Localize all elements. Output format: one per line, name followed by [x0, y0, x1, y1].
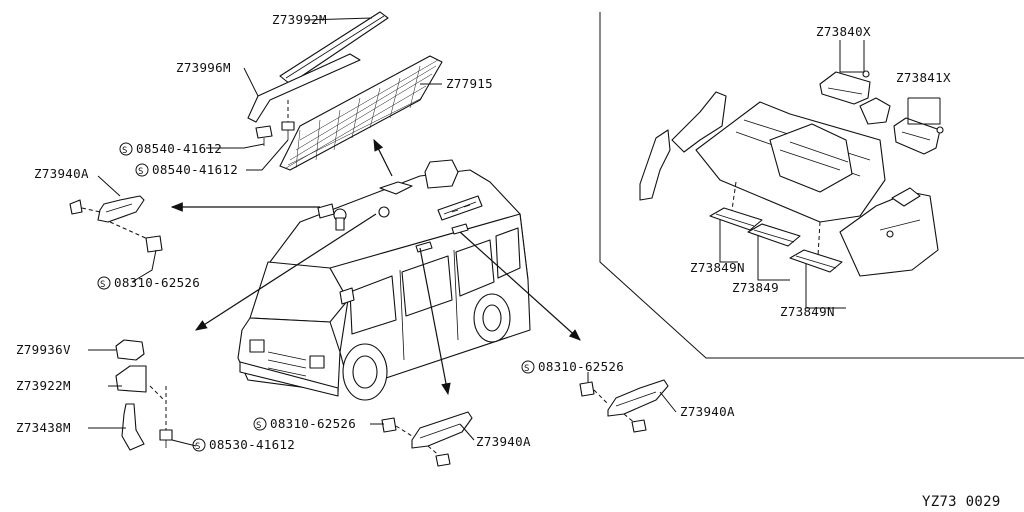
svg-text:S: S [122, 146, 128, 156]
label-z73841x: Z73841X [896, 70, 951, 85]
label-z73940a-right: Z73940A [680, 404, 735, 419]
label-z73940a-bottom: Z73940A [476, 434, 531, 449]
left-grab-handle [69, 175, 163, 283]
label-z73940a-left: Z73940A [34, 166, 89, 181]
svg-text:S: S [100, 280, 106, 290]
screw-symbol-icon: S [135, 163, 149, 177]
arrows [170, 138, 581, 396]
label-08530-41612: 08530-41612 [209, 437, 295, 452]
label-z73849: Z73849 [732, 280, 779, 295]
svg-text:S: S [256, 421, 262, 431]
label-08310-62526-right: 08310-62526 [538, 359, 624, 374]
svg-text:S: S [138, 167, 144, 177]
diagram-code: YZ73 0029 [922, 494, 1001, 510]
label-z73840x: Z73840X [816, 24, 871, 39]
right-grab-handle [579, 372, 677, 433]
label-08540-41612-a: 08540-41612 [136, 141, 222, 156]
screw-symbol-icon: S [192, 438, 206, 452]
label-z73438m: Z73438M [16, 420, 71, 435]
label-z73922m: Z73922M [16, 378, 71, 393]
screw-symbol-icon: S [253, 417, 267, 431]
screw-symbol-icon: S [521, 360, 535, 374]
lamp-parts [88, 339, 197, 451]
label-z79936v: Z79936V [16, 342, 71, 357]
label-z73992m: Z73992M [272, 12, 327, 27]
net-mesh [285, 59, 439, 169]
label-z73849n-b: Z73849N [780, 304, 835, 319]
label-08310-62526-left: 08310-62526 [114, 275, 200, 290]
svg-text:S: S [524, 364, 530, 374]
label-08310-62526-bottom: 08310-62526 [270, 416, 356, 431]
svg-text:S: S [195, 442, 201, 452]
screw-symbol-icon: S [97, 276, 111, 290]
roof-net-group [206, 11, 443, 171]
label-z73996m: Z73996M [176, 60, 231, 75]
screw-symbol-icon: S [119, 142, 133, 156]
van-illustration [237, 159, 531, 401]
label-08540-41612-b: 08540-41612 [152, 162, 238, 177]
label-z73849n-a: Z73849N [690, 260, 745, 275]
roof-panel-inset [599, 12, 1024, 359]
label-z77915: Z77915 [446, 76, 493, 91]
bottom-grab-handle [370, 411, 475, 467]
